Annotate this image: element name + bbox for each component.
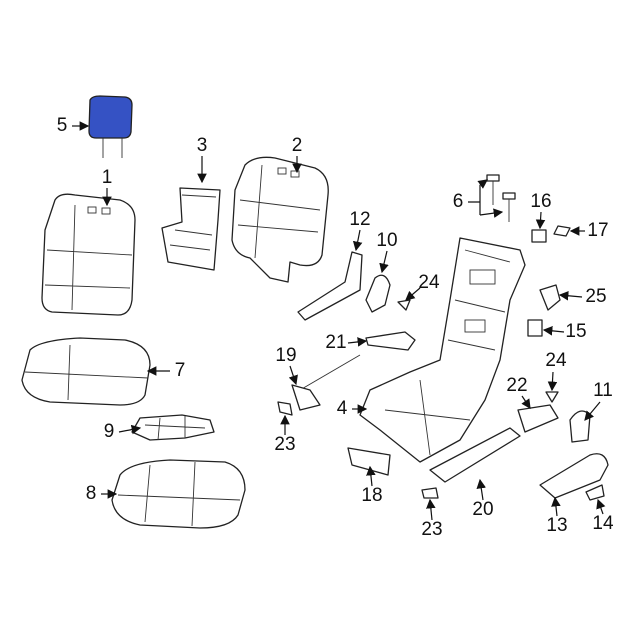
seatback-frame-part-2[interactable]	[231, 156, 329, 283]
part-16[interactable]	[531, 229, 547, 243]
cable-part-19[interactable]	[291, 354, 361, 411]
callout-23b[interactable]: 23	[421, 519, 443, 540]
clip-part-24[interactable]	[397, 299, 411, 311]
callout-19[interactable]: 19	[275, 345, 297, 366]
callout-3[interactable]: 3	[196, 135, 208, 156]
callout-24[interactable]: 24	[418, 272, 440, 293]
callout-15[interactable]: 15	[565, 321, 587, 342]
callout-16[interactable]: 16	[530, 191, 552, 212]
callout-14[interactable]: 14	[592, 513, 614, 534]
clip-part-23b[interactable]	[421, 487, 439, 499]
mat-part-9[interactable]	[131, 414, 215, 441]
callout-2[interactable]: 2	[291, 135, 303, 156]
bracket-part-10[interactable]	[365, 274, 391, 313]
leader-lines	[72, 121, 606, 521]
part-14[interactable]	[585, 484, 605, 501]
part-17[interactable]	[553, 225, 571, 237]
callout-21[interactable]: 21	[325, 332, 347, 353]
cover-part-22[interactable]	[517, 404, 559, 433]
seat-frame-part-4[interactable]	[359, 237, 526, 463]
cushion-frame-part-8[interactable]	[111, 459, 246, 529]
seatback-cover-part-1[interactable]	[41, 193, 136, 316]
pad-part-3[interactable]	[161, 187, 221, 271]
callout-23[interactable]: 23	[274, 434, 296, 455]
headrest-part-5[interactable]	[88, 95, 133, 158]
clip-part-24b[interactable]	[545, 391, 559, 403]
callout-25[interactable]: 25	[585, 286, 607, 307]
callout-22[interactable]: 22	[506, 375, 528, 396]
callout-17[interactable]: 17	[587, 220, 609, 241]
callout-4[interactable]: 4	[336, 398, 348, 419]
callout-6[interactable]: 6	[452, 191, 464, 212]
callout-9[interactable]: 9	[103, 421, 115, 442]
cushion-cover-part-7[interactable]	[21, 337, 151, 406]
bracket-part-21[interactable]	[365, 331, 416, 351]
callout-11[interactable]: 11	[593, 380, 613, 401]
callout-13[interactable]: 13	[546, 515, 568, 536]
side-shield-part-13[interactable]	[539, 453, 609, 499]
callout-12[interactable]: 12	[349, 209, 371, 230]
callout-20[interactable]: 20	[472, 499, 494, 520]
track-cover-part-20[interactable]	[429, 427, 521, 483]
bolts-part-6[interactable]	[486, 174, 516, 222]
callout-7[interactable]: 7	[174, 360, 186, 381]
callout-24b[interactable]: 24	[545, 350, 567, 371]
side-trim-part-12[interactable]	[297, 251, 363, 321]
part-25[interactable]	[539, 284, 561, 311]
callout-8[interactable]: 8	[85, 483, 97, 504]
cover-part-11[interactable]	[569, 410, 591, 443]
part-15[interactable]	[527, 319, 543, 337]
cover-part-18[interactable]	[347, 447, 391, 476]
callout-18[interactable]: 18	[361, 485, 383, 506]
callout-1[interactable]: 1	[101, 167, 113, 188]
clip-part-23[interactable]	[277, 401, 293, 416]
callout-5[interactable]: 5	[56, 115, 68, 136]
callout-10[interactable]: 10	[376, 230, 398, 251]
